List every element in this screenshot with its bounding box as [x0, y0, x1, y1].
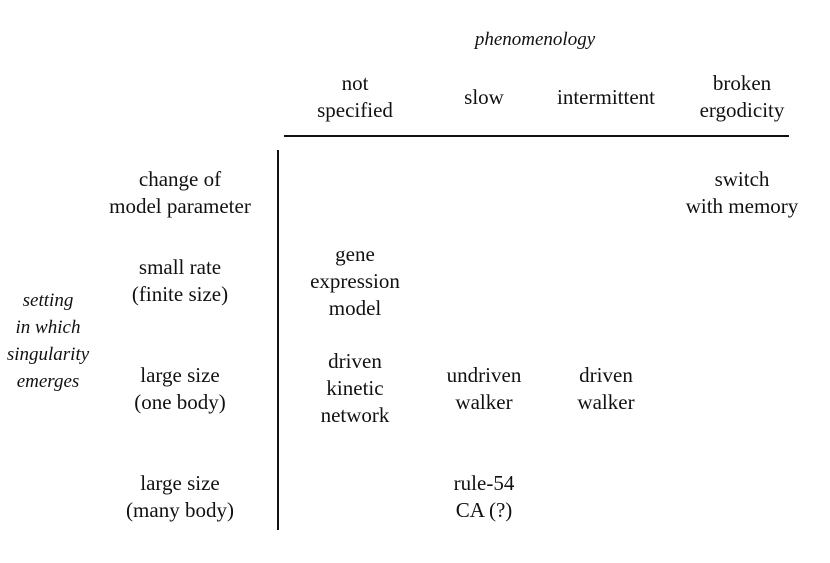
row-axis-title: setting in which singularity emerges: [6, 290, 90, 392]
column-header-broken-ergodicity: broken ergodicity: [699, 71, 785, 122]
row-label-small-rate: small rate (finite size): [131, 255, 229, 306]
column-axis-title: phenomenology: [474, 29, 596, 50]
row-label-large-size-many-body: large size (many body): [126, 471, 234, 522]
cell-driven-walker: driven walker: [577, 363, 635, 414]
row-label-change-of-model-parameter: change of model parameter: [109, 167, 251, 218]
cell-switch-with-memory: switch with memory: [685, 167, 799, 218]
cell-gene-expression-model: gene expression model: [310, 242, 400, 320]
column-header-slow: slow: [464, 85, 504, 109]
row-label-large-size-one-body: large size (one body): [134, 363, 226, 414]
cell-undriven-walker: undriven walker: [446, 363, 522, 414]
cell-driven-kinetic-network: driven kinetic network: [320, 349, 390, 427]
column-header-intermittent: intermittent: [557, 85, 655, 109]
column-header-not-specified: not specified: [317, 71, 393, 122]
row-divider-line: [277, 150, 279, 530]
header-divider-line: [284, 135, 789, 137]
cell-rule-54-ca: rule-54 CA (?): [453, 471, 515, 522]
